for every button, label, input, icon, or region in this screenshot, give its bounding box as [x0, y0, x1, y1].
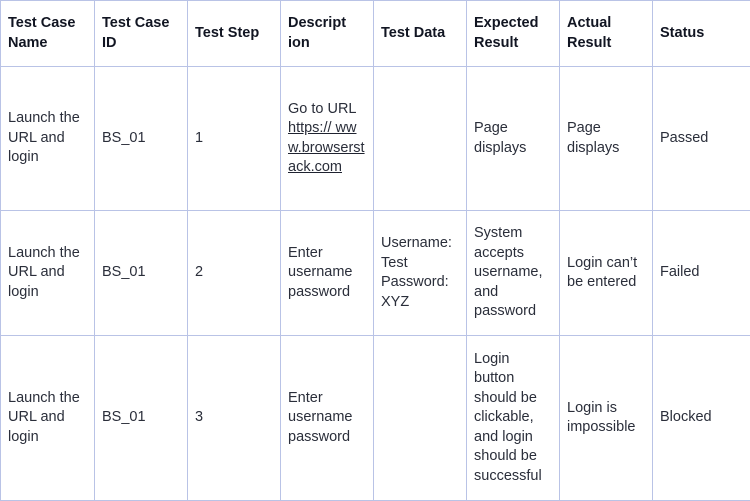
cell-test-step: 3 [188, 336, 281, 501]
header-test-case-name: Test Case Name [1, 1, 95, 67]
cell-description: Go to URL https:// www.browserstack.com [281, 67, 374, 211]
cell-test-case-id: BS_01 [95, 211, 188, 336]
cell-expected-result: Page displays [467, 67, 560, 211]
cell-test-case-name: Launch the URL and login [1, 67, 95, 211]
header-test-data: Test Data [374, 1, 467, 67]
cell-expected-result: System accepts username, and password [467, 211, 560, 336]
cell-test-step: 1 [188, 67, 281, 211]
cell-test-data: Username: Test Password: XYZ [374, 211, 467, 336]
cell-status: Passed [653, 67, 750, 211]
table-row: Launch the URL and login BS_01 1 Go to U… [1, 67, 750, 211]
header-test-step: Test Step [188, 1, 281, 67]
cell-status: Blocked [653, 336, 750, 501]
header-description: Descript ion [281, 1, 374, 67]
cell-status: Failed [653, 211, 750, 336]
table-row: Launch the URL and login BS_01 2 Enter u… [1, 211, 750, 336]
header-status: Status [653, 1, 750, 67]
cell-description: Enter username password [281, 211, 374, 336]
cell-test-case-name: Launch the URL and login [1, 336, 95, 501]
header-row: Test Case Name Test Case ID Test Step De… [1, 1, 750, 67]
cell-test-data [374, 336, 467, 501]
cell-test-case-id: BS_01 [95, 67, 188, 211]
cell-test-step: 2 [188, 211, 281, 336]
description-text: Go to URL [288, 101, 357, 117]
cell-actual-result: Login is impossible [560, 336, 653, 501]
header-actual-result: Actual Result [560, 1, 653, 67]
cell-test-data [374, 67, 467, 211]
cell-test-case-id: BS_01 [95, 336, 188, 501]
header-test-case-id: Test Case ID [95, 1, 188, 67]
browserstack-link[interactable]: https:// www.browserstack.com [288, 120, 365, 175]
table-row: Launch the URL and login BS_01 3 Enter u… [1, 336, 750, 501]
cell-actual-result: Page displays [560, 67, 653, 211]
header-expected-result: Expected Result [467, 1, 560, 67]
cell-test-case-name: Launch the URL and login [1, 211, 95, 336]
cell-actual-result: Login can’t be entered [560, 211, 653, 336]
cell-expected-result: Login button should be clickable, and lo… [467, 336, 560, 501]
cell-description: Enter username password [281, 336, 374, 501]
